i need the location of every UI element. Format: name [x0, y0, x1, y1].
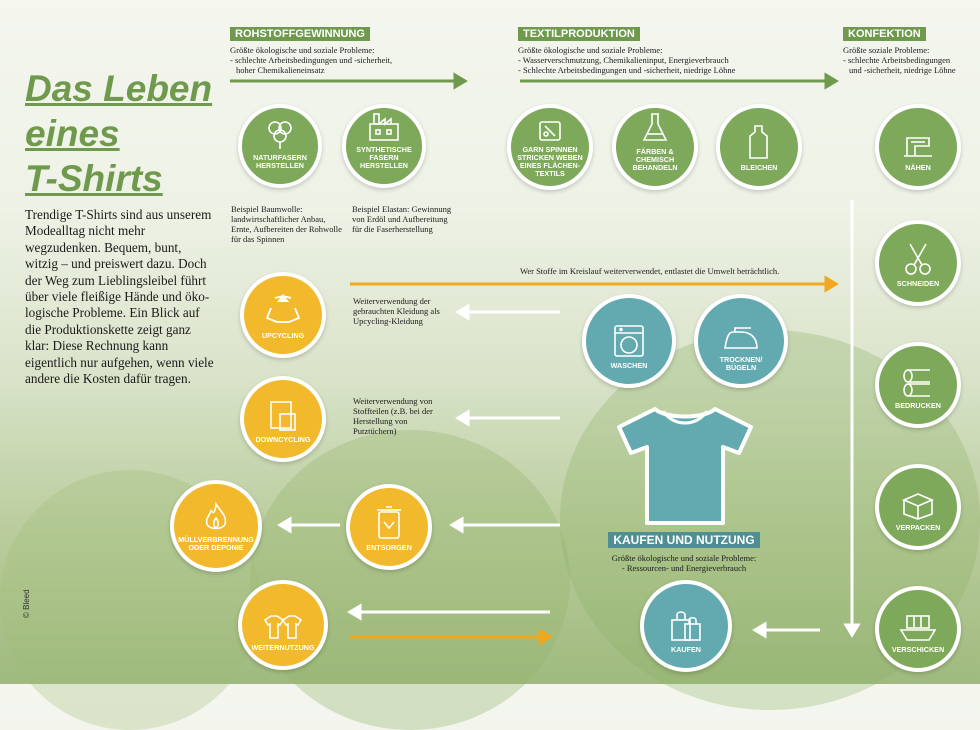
box-icon: [901, 493, 935, 520]
section-textil-sub2: - Wasserverschmutzung, Chemikalieninput,…: [518, 55, 729, 65]
circle-faerben: FÄRBEN & CHEMISCH BEHANDELN: [612, 104, 698, 190]
label-kaufen: KAUFEN: [671, 645, 701, 654]
circle-downcycling: DOWNCYCLING: [240, 376, 326, 462]
section-rohstoff-sub1: Größte ökologische und soziale Probleme:: [230, 45, 375, 55]
bleach-bottle-icon: [749, 125, 768, 159]
label-verschicken: VERSCHICKEN: [891, 645, 945, 654]
intro-text: Trendige T-Shirts sind aus unserem Modea…: [25, 207, 214, 387]
label-entsorgen: ENTSORGEN: [366, 543, 412, 552]
circle-upcycling: UPCYCLING: [240, 272, 326, 358]
scissors-icon: [905, 243, 931, 275]
label-muell: MÜLLVERBRENNUNG ODER DEPONIE: [178, 535, 254, 552]
section-kaufen: KAUFEN UND NUTZUNG Größte ökologische un…: [604, 531, 764, 573]
note-elastan: Beispiel Elastan: Gewinnung von Erdöl un…: [352, 204, 452, 234]
section-rohstoff-sub2: - schlechte Arbeitsbedingungen und -sich…: [230, 55, 393, 65]
two-shirts-icon: [263, 615, 303, 639]
circle-verschicken: VERSCHICKEN: [875, 586, 961, 672]
label-garn: GARN SPINNEN STRICKEN WEBEN EINES FLÄCHE…: [517, 145, 583, 178]
circle-waschen: WASCHEN: [582, 294, 676, 388]
section-rohstoff-sub3: hoher Chemikalieneinsatz: [236, 65, 325, 75]
section-kaufen-sub1: Größte ökologische und soziale Probleme:: [611, 553, 757, 563]
photo-credit: © Bleed: [22, 589, 31, 618]
section-kaufen-title: KAUFEN UND NUTZUNG: [608, 532, 760, 548]
section-textil-sub3: - Schlechte Arbeitsbedingungen und -sich…: [518, 65, 736, 75]
circle-muell: MÜLLVERBRENNUNG ODER DEPONIE: [170, 480, 262, 572]
rag-icon: [270, 401, 296, 431]
flask-icon: [642, 113, 668, 141]
label-verpacken: VERPACKEN: [895, 523, 941, 532]
note-baumwolle: Beispiel Baumwolle: landwirtschaftlicher…: [231, 204, 342, 244]
section-konfektion-sub2: - schlechte Arbeitsbedingungen: [843, 55, 951, 65]
circle-naturfasern: NATURFASERN HERSTELLEN: [238, 104, 322, 188]
circle-bedrucken: BEDRUCKEN: [875, 342, 961, 428]
label-schneiden: SCHNEIDEN: [896, 279, 940, 288]
section-konfektion-sub1: Größte soziale Probleme:: [843, 45, 930, 55]
circle-schneiden: SCHNEIDEN: [875, 220, 961, 306]
circle-kaufen: KAUFEN: [640, 580, 732, 672]
flow-arrows: [230, 72, 839, 646]
circle-garn: GARN SPINNEN STRICKEN WEBEN EINES FLÄCHE…: [507, 104, 593, 190]
circle-entsorgen: ENTSORGEN: [346, 484, 432, 570]
label-downcycling: DOWNCYCLING: [255, 435, 311, 444]
section-textil: TEXTILPRODUKTION Größte ökologische und …: [518, 24, 735, 75]
section-kaufen-sub2: - Ressourcen- und Energieverbrauch: [621, 563, 747, 573]
section-konfektion-title: KONFEKTION: [843, 27, 926, 41]
title-line-3: T-Shirts: [25, 158, 163, 199]
label-faerben: FÄRBEN & CHEMISCH BEHANDELN: [632, 147, 678, 172]
trash-bin-icon: [377, 506, 401, 539]
factory-icon: [369, 113, 399, 141]
circle-trocknen: TROCKNEN/ BÜGELN: [694, 294, 788, 388]
section-konfektion-sub3: und -sicherheit, niedrige Löhne: [849, 65, 956, 75]
title-line-1: Das Leben: [25, 68, 213, 109]
circle-weiternutzung: WEITERNUTZUNG: [238, 580, 328, 670]
spinning-icon: [539, 121, 561, 141]
circle-verpacken: VERPACKEN: [875, 464, 961, 550]
section-rohstoff-title: ROHSTOFFGEWINNUNG: [230, 27, 370, 41]
recycle-up-icon: [265, 294, 301, 323]
ship-icon: [899, 615, 937, 641]
cotton-icon: [268, 121, 292, 149]
label-naturfasern: NATURFASERN HERSTELLEN: [253, 153, 307, 170]
note-upcycling: Weiterverwendung der gebrauchten Kleidun…: [353, 296, 440, 326]
circle-naehen: NÄHEN: [875, 104, 961, 190]
label-upcycling: UPCYCLING: [261, 331, 305, 340]
label-bedrucken: BEDRUCKEN: [895, 401, 941, 410]
label-weiternutzung: WEITERNUTZUNG: [251, 643, 315, 652]
washing-machine-icon: [614, 325, 644, 357]
section-konfektion: KONFEKTION Größte soziale Probleme: - sc…: [843, 24, 956, 75]
fabric-roll-icon: [903, 369, 930, 397]
sewing-machine-icon: [904, 137, 932, 157]
tshirt-icon: [617, 407, 753, 525]
label-naehen: NÄHEN: [905, 163, 931, 172]
page-title: Das Leben eines T-Shirts: [25, 66, 212, 201]
note-downcycling: Weiterverwendung von Stoffteilen (z.B. b…: [353, 396, 433, 436]
circle-bleichen: BLEICHEN: [716, 104, 802, 190]
fire-icon: [205, 502, 227, 530]
section-rohstoff: ROHSTOFFGEWINNUNG Größte ökologische und…: [230, 24, 392, 75]
circle-synthetisch: SYNTHETISCHE FASERN HERSTELLEN: [342, 104, 426, 188]
label-waschen: WASCHEN: [610, 361, 648, 370]
iron-icon: [724, 327, 758, 349]
label-synthetisch: SYNTHETISCHE FASERN HERSTELLEN: [356, 145, 412, 170]
label-trocknen: TROCKNEN/ BÜGELN: [719, 355, 763, 372]
title-line-2: eines: [25, 113, 120, 154]
shopping-bag-icon: [671, 611, 701, 641]
note-kreislauf: Wer Stoffe im Kreislauf weiterverwendet,…: [520, 266, 780, 276]
section-textil-sub1: Größte ökologische und soziale Probleme:: [518, 45, 663, 55]
label-bleichen: BLEICHEN: [740, 163, 778, 172]
section-textil-title: TEXTILPRODUKTION: [518, 27, 640, 41]
